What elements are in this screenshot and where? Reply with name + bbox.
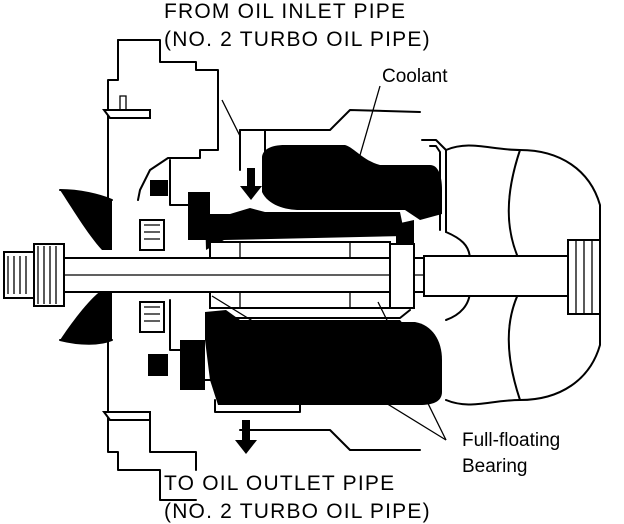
compressor-wheel [59, 189, 113, 345]
oil-outlet-arrow-icon [235, 420, 257, 454]
turbine-housing [423, 144, 601, 406]
oil-inlet-label-line2: (NO. 2 TURBO OIL PIPE) [164, 28, 431, 51]
shaft-nut [3, 243, 65, 307]
oil-passages [148, 180, 414, 405]
bearing-label-line1: Full-floating [462, 430, 560, 451]
oil-outlet-label-line2: (NO. 2 TURBO OIL PIPE) [164, 500, 431, 523]
full-floating-bearings [209, 241, 415, 309]
oil-inlet-arrow-icon [240, 168, 262, 200]
oil-outlet-label-line1: TO OIL OUTLET PIPE [164, 472, 395, 495]
leader-lines [211, 85, 447, 441]
coolant-jacket [262, 139, 447, 405]
bearing-label-line2: Bearing [462, 456, 528, 477]
turbine-shaft [63, 257, 425, 293]
compressor-side-seals [139, 219, 165, 333]
compressor-housing [102, 39, 219, 501]
coolant-label: Coolant [382, 66, 448, 87]
oil-inlet-label-line1: FROM OIL INLET PIPE [164, 0, 406, 23]
